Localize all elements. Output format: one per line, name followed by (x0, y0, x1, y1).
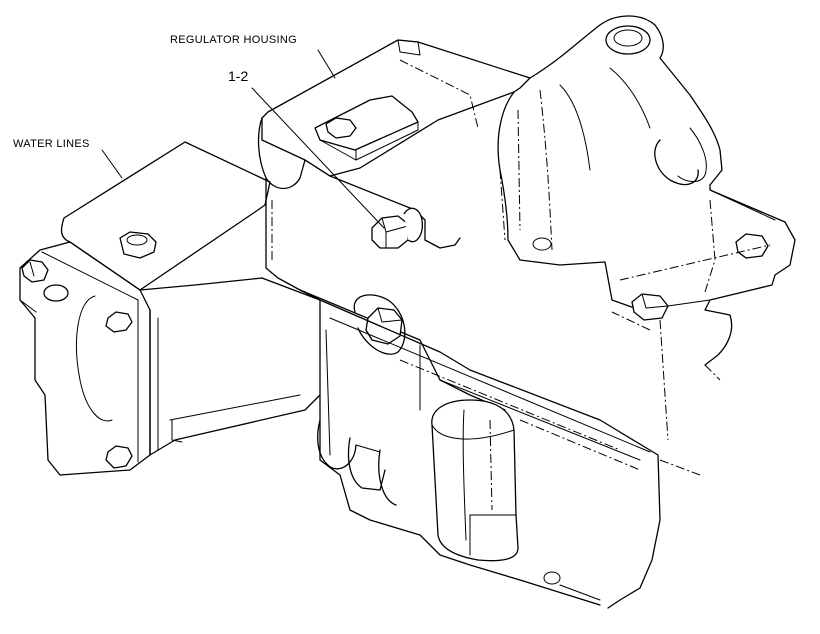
screw-icon (325, 117, 357, 139)
regulator-housing (257, 39, 531, 411)
bolt-icon (631, 293, 669, 321)
outlet-elbow (497, 15, 796, 366)
bolt-icon (735, 233, 769, 259)
regulator-housing-leader (317, 49, 336, 79)
water-lines-label: WATER LINES (13, 138, 90, 150)
water-lines-leader (101, 149, 123, 179)
elbow-cap-icon (605, 25, 651, 55)
bolt-icon (105, 445, 133, 469)
callout-1-2-label: 1-2 (228, 68, 248, 84)
regulator-housing-label: REGULATOR HOUSING (170, 34, 297, 46)
hole-bolt-icon (353, 294, 406, 355)
socket-screw-icon (119, 231, 157, 259)
leader-lines (101, 49, 385, 229)
bolt-icon (21, 259, 49, 283)
regulator-bolt-1-2-icon (371, 207, 423, 249)
water-lines-block (19, 141, 321, 476)
tube-boss (431, 399, 519, 562)
callout-1-2-leader (251, 87, 385, 229)
manifold-body (299, 289, 721, 609)
bolt-icon (105, 311, 133, 333)
